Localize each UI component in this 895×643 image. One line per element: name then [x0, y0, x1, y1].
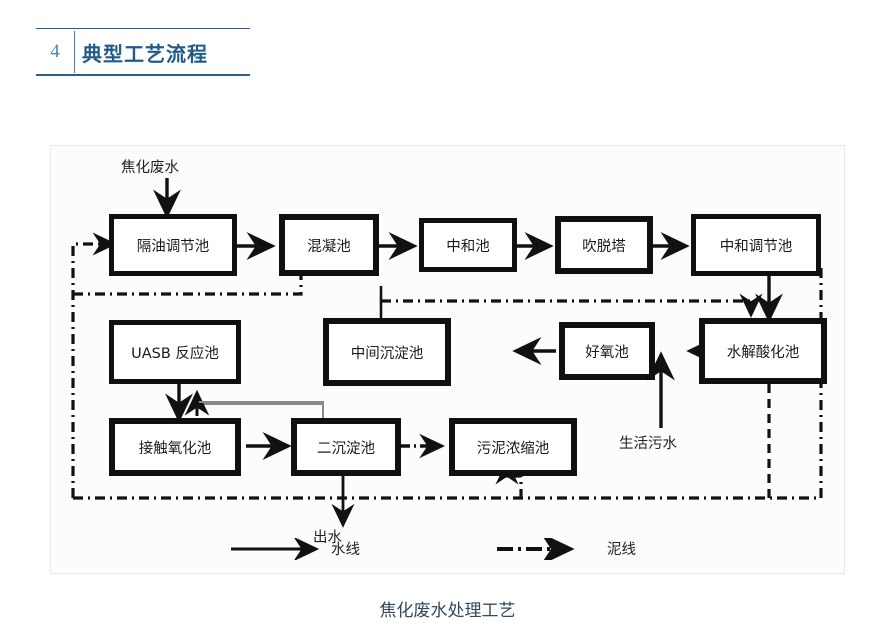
box-label: 污泥浓缩池 [476, 440, 550, 457]
legend-sludge-line-arrow [497, 538, 575, 560]
box-label: 中和调节池 [719, 238, 793, 255]
process-box-neutralization-tank[interactable]: 中和池 [419, 218, 517, 272]
page-title: 典型工艺流程 [82, 43, 208, 66]
box-label: 水解酸化池 [726, 344, 800, 361]
box-label: 中间沉淀池 [350, 345, 424, 362]
process-box-stripping-tower[interactable]: 吹脱塔 [555, 216, 653, 274]
legend-water-line-arrow [231, 538, 320, 560]
process-box-sludge-thickening-tank[interactable]: 污泥浓缩池 [449, 418, 577, 476]
header-rule-top [36, 28, 250, 29]
process-box-uasb-reactor[interactable]: UASB 反应池 [109, 320, 241, 384]
process-box-aerobic-tank[interactable]: 好氧池 [559, 322, 655, 380]
box-label: 接触氧化池 [138, 440, 212, 457]
section-header: 4 典型工艺流程 [36, 28, 250, 76]
box-label: 隔油调节池 [136, 238, 210, 255]
box-label: 好氧池 [585, 344, 629, 361]
legend-label-sludge-line: 泥线 [607, 542, 636, 558]
header-rule-bottom [36, 74, 250, 76]
box-label: UASB 反应池 [131, 345, 219, 362]
header-divider [74, 31, 75, 73]
process-box-contact-oxidation-tank[interactable]: 接触氧化池 [109, 418, 241, 476]
process-flow-diagram: 隔油调节池 混凝池 中和池 吹脱塔 中和调节池 UASB 反应池 中间沉淀池 好… [50, 145, 845, 574]
process-box-intermediate-sedimentation-tank[interactable]: 中间沉淀池 [323, 318, 451, 386]
label-domestic-sewage: 生活污水 [619, 436, 677, 452]
label-inlet-coking-wastewater: 焦化废水 [121, 160, 179, 176]
process-box-neutralization-regulating-tank[interactable]: 中和调节池 [691, 214, 821, 276]
box-label: 二沉淀池 [317, 440, 375, 457]
process-box-oil-separation-tank[interactable]: 隔油调节池 [109, 214, 237, 276]
process-box-secondary-sedimentation-tank[interactable]: 二沉淀池 [291, 418, 401, 476]
label-outlet-effluent: 出水 [313, 530, 342, 546]
figure-caption: 焦化废水处理工艺 [379, 601, 516, 621]
box-label: 混凝池 [307, 238, 351, 255]
diagram-connectors [71, 178, 823, 528]
legend-label-water-line: 水线 [331, 542, 360, 558]
section-number: 4 [50, 41, 60, 62]
process-box-coagulation-tank[interactable]: 混凝池 [279, 214, 379, 276]
box-label: 吹脱塔 [582, 238, 626, 255]
process-box-hydrolysis-acidification-tank[interactable]: 水解酸化池 [699, 318, 827, 384]
box-label: 中和池 [446, 238, 490, 255]
